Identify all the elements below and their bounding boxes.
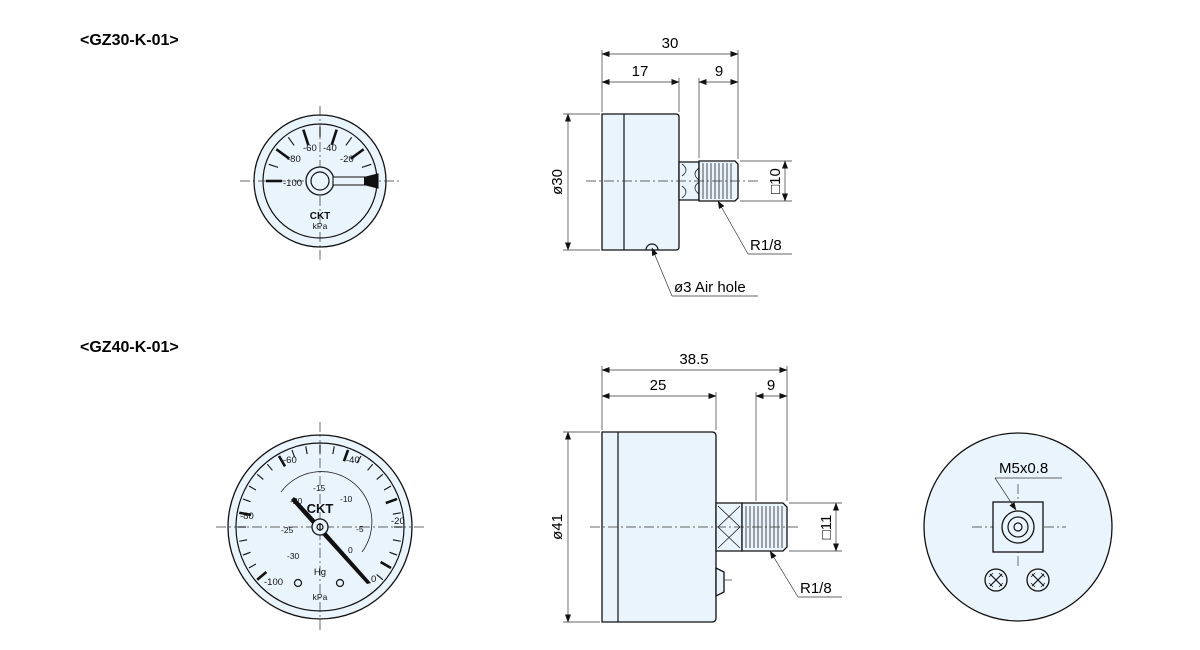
scale-tick [345,136,353,146]
gz40-front-view: -100 -80 -60 -40 -20 0 -30 -25 -20 -15 -… [216,422,424,630]
gz40-screw-hole [335,578,345,588]
scale-tick [277,455,287,468]
gz40-thread [741,502,788,552]
gz40-outer-label: -20 [391,516,405,527]
gz40-pointer [291,497,371,584]
scale-tick [305,446,308,455]
gz40-inner-label: -15 [313,483,326,493]
scale-tick [239,511,252,517]
gz30-dim-overall: 30 [662,35,679,52]
gz30-body [601,113,680,251]
gz30-scale-label: -20 [340,154,354,165]
gz30-unit: kPa [313,221,328,231]
scale-tick [376,574,384,581]
gz40-back-screw [984,568,1008,592]
model-title-gz30: <GZ30-K-01> [80,32,179,49]
scale-tick [342,449,350,462]
scale-tick [332,446,335,455]
gz30-pointer-tip [364,174,378,188]
gz30-air-hole-label: ø3 Air hole [674,279,746,296]
scale-tick [389,551,398,556]
gz40-dim-diameter: ø41 [549,514,566,540]
scale-tick [383,485,392,491]
scale-tick [330,129,338,146]
scale-tick [302,129,310,146]
scale-tick [248,485,257,491]
gz40-outer-label: 0 [371,574,376,585]
scale-tick [379,560,392,570]
scale-tick [268,163,279,168]
gz40-back-view: M5x0.8 [923,432,1113,622]
gz40-outer-label: -100 [264,577,283,588]
gz30-hub-inner [310,171,330,191]
gz40-brand: CKT [307,501,334,516]
scale-tick [248,563,257,569]
gz40-scale-ticks [238,445,402,581]
scale-tick [385,497,398,505]
gz30-dim-diameter: ø30 [549,169,566,195]
gz40-dim-thread: 9 [767,377,775,394]
scale-tick [242,551,251,556]
gz40-outer-label: -60 [283,455,297,466]
scale-tick [287,136,295,146]
scale-tick [392,539,401,542]
gz40-inner-label: -25 [281,525,294,535]
gz30-air-hole [645,243,659,251]
gz40-unit-outer: kPa [313,592,328,602]
gz40-thread-spec: R1/8 [800,580,832,597]
gz30-scale-label: -80 [287,154,301,165]
gz40-back-port [1001,510,1035,544]
gz40-back-screw [1026,568,1050,592]
scale-tick [256,473,264,480]
gz30-brand: CKT [310,211,331,222]
scale-tick [392,512,401,515]
gz30-scale-label: -60 [303,143,317,154]
gz40-inner-label: -30 [287,551,300,561]
gz40-inner-label: -10 [340,494,353,504]
gz40-dim-overall: 38.5 [679,351,708,368]
gz40-dim-hex: □11 [818,515,835,540]
gz30-front-view: -100 -80 -60 -40 -20 CKT kPa [240,106,400,262]
gz40-unit-inner: Hg [314,567,326,578]
gz40-inner-label: -5 [356,524,364,534]
gz30-dim-thread: 9 [715,63,723,80]
gz40-port-thread: M5x0.8 [999,460,1048,477]
gz40-inner-arc [280,471,373,553]
model-title-gz40: <GZ40-K-01> [80,339,179,356]
gz40-air-hole [715,566,725,598]
gz30-scale-label: -100 [283,178,302,189]
gz40-inner-label: 0 [348,545,353,555]
scale-tick [376,473,384,480]
gz40-side-view: 38.5 25 9 ø41 □11 R1/8 [549,351,842,623]
scale-tick [349,148,365,160]
gz30-hub [305,166,335,196]
scale-tick [242,498,251,503]
gz30-thread-spec: R1/8 [750,237,782,254]
gz30-scale-label: -40 [323,143,337,154]
scale-tick [356,455,362,464]
gz30-dim-body: 17 [632,63,649,80]
scale-tick [367,463,374,471]
gz30-side-view: 30 17 9 ø30 □10 R1/8 ø3 Air hole [549,35,792,297]
scale-tick [266,463,273,471]
gz40-outer-label: -80 [240,511,254,522]
scale-tick [239,539,248,542]
scale-tick [361,163,372,168]
scale-tick [291,449,296,458]
gz40-screw-hole [293,578,303,588]
scale-tick [256,570,268,581]
scale-tick [275,148,291,160]
gz40-dim-body: 25 [650,377,667,394]
gz40-outer-label: -40 [346,455,360,466]
gz30-dim-hex: □10 [767,168,784,194]
